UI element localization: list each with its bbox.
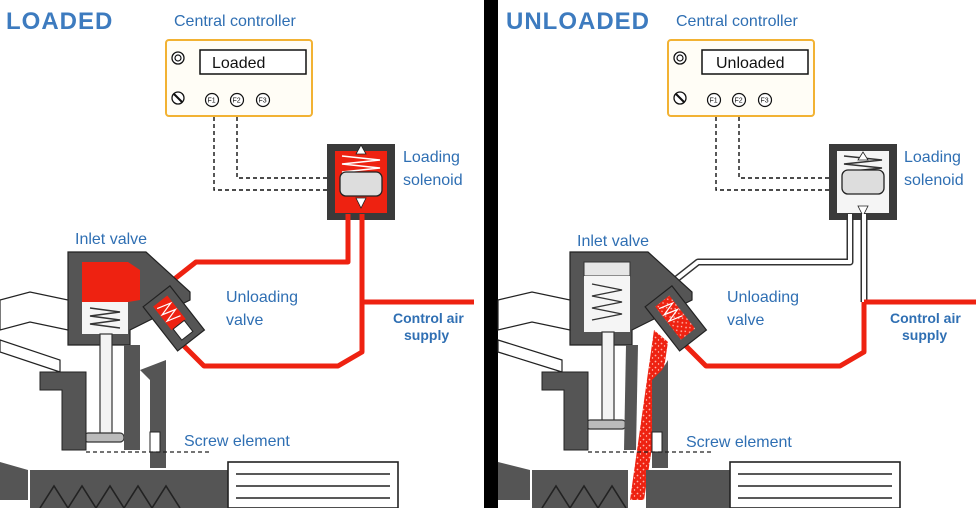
svg-text:F1: F1 bbox=[208, 98, 216, 105]
unloaded-vent-path bbox=[630, 330, 668, 500]
unloaded-display-text: Unloaded bbox=[716, 55, 785, 72]
unloaded-vent-lines bbox=[657, 214, 868, 302]
unloaded-control-air-label-1: Control air bbox=[890, 310, 961, 326]
loaded-unloading-label-1: Unloading bbox=[226, 289, 298, 306]
loaded-key-f2[interactable]: F2 bbox=[229, 92, 245, 108]
loaded-housing bbox=[0, 291, 399, 508]
knob-icon bbox=[171, 51, 185, 65]
unloaded-title: UNLOADED bbox=[506, 8, 650, 35]
loaded-control-air-label-1: Control air bbox=[393, 310, 464, 326]
unloaded-central-controller: Unloaded F1 F2 F3 bbox=[667, 39, 815, 117]
svg-text:F1: F1 bbox=[710, 98, 718, 105]
unloaded-solenoid-label-1: Loading bbox=[904, 149, 961, 166]
loaded-unloading-label-2: valve bbox=[226, 312, 263, 329]
unloaded-screw-label: Screw element bbox=[686, 434, 792, 451]
loaded-title: LOADED bbox=[6, 8, 113, 35]
svg-text:F3: F3 bbox=[259, 98, 267, 105]
unloaded-controller-label: Central controller bbox=[676, 13, 799, 30]
unloaded-controller-display bbox=[701, 49, 809, 75]
unloaded-key-f3[interactable]: F3 bbox=[757, 92, 773, 108]
unloaded-air-lines bbox=[678, 299, 976, 369]
unloaded-unloading-label-1: Unloading bbox=[727, 289, 799, 306]
loaded-key-f3[interactable]: F3 bbox=[255, 92, 271, 108]
knob-icon bbox=[673, 51, 687, 65]
unloaded-loading-solenoid bbox=[829, 144, 897, 220]
loaded-display-text: Loaded bbox=[212, 55, 265, 72]
loaded-key-f1[interactable]: F1 bbox=[204, 92, 220, 108]
loaded-loading-solenoid bbox=[327, 144, 395, 220]
unloaded-key-f2[interactable]: F2 bbox=[731, 92, 747, 108]
loaded-air-lines bbox=[156, 214, 474, 369]
loaded-solenoid-label-1: Loading bbox=[403, 149, 460, 166]
loaded-inlet-label: Inlet valve bbox=[75, 231, 147, 248]
screw-icon bbox=[673, 91, 687, 105]
loaded-controller-display bbox=[199, 49, 307, 75]
unloaded-housing bbox=[497, 291, 901, 508]
svg-text:F3: F3 bbox=[761, 98, 769, 105]
loaded-central-controller: Loaded F1 F2 F3 bbox=[165, 39, 313, 117]
loaded-unloading-valve bbox=[142, 285, 206, 352]
unloaded-solenoid-label-2: solenoid bbox=[904, 172, 964, 189]
svg-text:F2: F2 bbox=[735, 98, 743, 105]
unloaded-key-f1[interactable]: F1 bbox=[706, 92, 722, 108]
unloaded-unloading-valve bbox=[644, 285, 708, 352]
panel-divider bbox=[484, 0, 498, 508]
loaded-screw-label: Screw element bbox=[184, 433, 290, 450]
unloaded-panel: UNLOADED Central controller Unloaded F1 … bbox=[497, 0, 980, 508]
loaded-control-air-label-2: supply bbox=[404, 327, 449, 343]
screw-icon bbox=[171, 91, 185, 105]
unloaded-unloading-label-2: valve bbox=[727, 312, 764, 329]
unloaded-inlet-valve bbox=[569, 251, 693, 430]
unloaded-inlet-label: Inlet valve bbox=[577, 233, 649, 250]
loaded-signal-wires bbox=[213, 117, 330, 191]
unloaded-control-air-label-2: supply bbox=[902, 327, 947, 343]
loaded-panel: LOADED Central controller Loaded F1 F2 bbox=[0, 0, 484, 508]
unloaded-signal-wires bbox=[715, 117, 832, 191]
svg-text:F2: F2 bbox=[233, 98, 241, 105]
loaded-controller-label: Central controller bbox=[174, 13, 297, 30]
loaded-solenoid-label-2: solenoid bbox=[403, 172, 463, 189]
